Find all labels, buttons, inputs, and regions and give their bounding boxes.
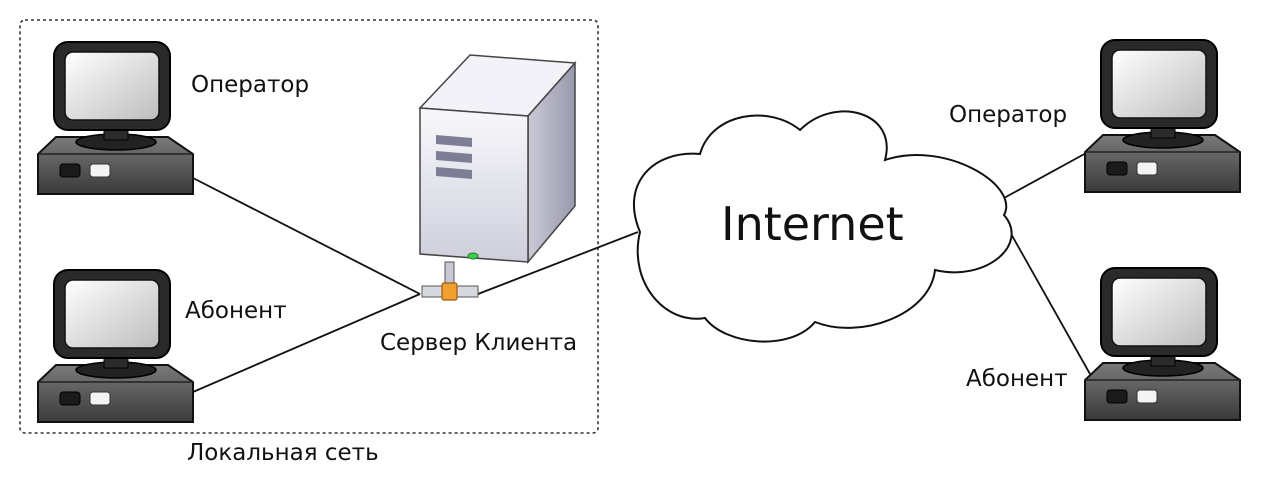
lan-operator-computer-icon: [37, 41, 194, 195]
lan-subscriber-computer-icon: [37, 269, 194, 423]
remote-subscriber-computer-icon: [1084, 267, 1241, 421]
remote-operator-computer-icon: [1084, 39, 1241, 193]
remote-operator-label: Оператор: [949, 102, 1068, 128]
internet-label: Internet: [721, 197, 904, 251]
line-lan-subscriber-server: [192, 293, 421, 393]
lan-subscriber-label: Абонент: [185, 298, 287, 324]
lan-boundary: [19, 19, 599, 434]
lan-operator-label: Оператор: [191, 72, 310, 98]
line-server-internet: [477, 231, 639, 295]
connection-lines: [192, 151, 1091, 393]
lan-label: Локальная сеть: [187, 440, 379, 466]
cloud-icon: [633, 110, 1013, 343]
line-lan-operator-server: [192, 177, 421, 295]
line-internet-remote-subscriber: [1009, 231, 1091, 375]
remote-subscriber-label: Абонент: [966, 366, 1068, 392]
line-internet-remote-operator: [1003, 151, 1089, 199]
server-tower-icon: [418, 54, 577, 301]
server-label: Сервер Клиента: [380, 330, 578, 356]
